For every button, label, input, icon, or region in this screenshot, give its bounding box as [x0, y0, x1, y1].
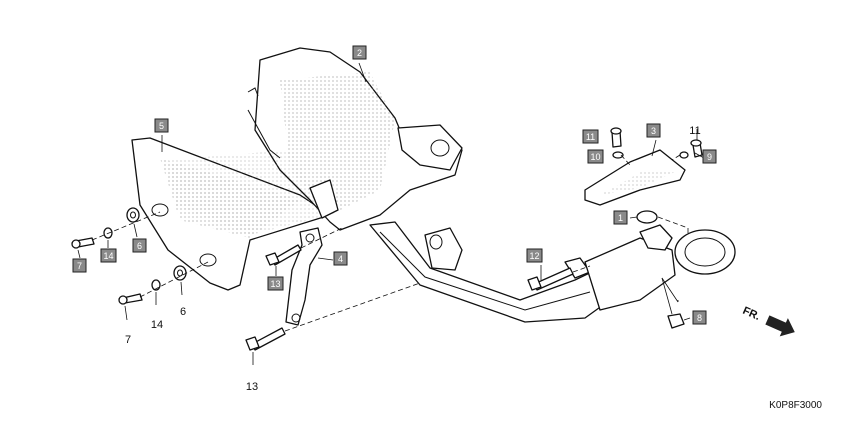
callout-number: 12 [529, 251, 539, 261]
callout-box-c6a: 6 [132, 238, 147, 253]
callout-number: 6 [137, 241, 142, 251]
callout-box-c1: 1 [613, 210, 628, 225]
callout-box-c9: 9 [702, 149, 717, 164]
callout-number: 2 [357, 48, 362, 58]
callout-box-c7a: 7 [72, 258, 87, 273]
callout-box-c4: 4 [333, 251, 348, 266]
direction-label: FR. [741, 305, 762, 323]
callout-number: 1 [618, 213, 623, 223]
callout-plain-c6b: 6 [180, 306, 186, 318]
callout-plain-c14b: 14 [151, 319, 163, 331]
callout-number: 11 [586, 132, 595, 142]
callout-box-c3: 3 [646, 123, 661, 138]
part-catalyst-pipe [584, 224, 736, 311]
front-direction-indicator: FR. [741, 305, 795, 337]
callout-number: 5 [159, 121, 164, 131]
callout-plain-c13b: 13 [246, 381, 258, 393]
callout-labels: 2 5 3 11 10 11 9 1 6 14 7 6 14 7 4 13 13 12 8 [72, 45, 717, 393]
callout-number: 8 [697, 313, 702, 323]
part-gasket [636, 210, 658, 224]
hardware-group [71, 127, 703, 351]
callout-number: 7 [77, 261, 82, 271]
part-exhaust-pipe [369, 221, 611, 323]
callout-box-c8: 8 [692, 310, 707, 325]
part-bracket [285, 227, 323, 326]
callout-box-c10: 10 [587, 149, 604, 164]
callout-box-c14a: 14 [100, 248, 117, 263]
callout-number: 10 [590, 152, 600, 162]
callout-box-c2: 2 [352, 45, 367, 60]
callout-number: 4 [338, 254, 343, 264]
callout-number: 3 [651, 126, 656, 136]
callout-plain-c11b: 11 [689, 125, 700, 137]
callout-plain-c7b: 7 [125, 334, 131, 346]
callout-box-c13a: 13 [267, 276, 284, 291]
front-arrow-icon [765, 315, 795, 337]
part-pipe-heat-shield [584, 149, 686, 206]
callout-box-c12: 12 [526, 248, 543, 263]
callout-box-c11a: 11 [582, 129, 599, 144]
callout-number: 9 [707, 152, 712, 162]
leader-lines [77, 62, 705, 365]
callout-number: 13 [270, 279, 280, 289]
callout-box-c5: 5 [154, 118, 169, 133]
callout-number: 14 [103, 251, 113, 261]
part-muffler-body [170, 47, 463, 235]
diagram-code: K0P8F3000 [769, 400, 822, 411]
